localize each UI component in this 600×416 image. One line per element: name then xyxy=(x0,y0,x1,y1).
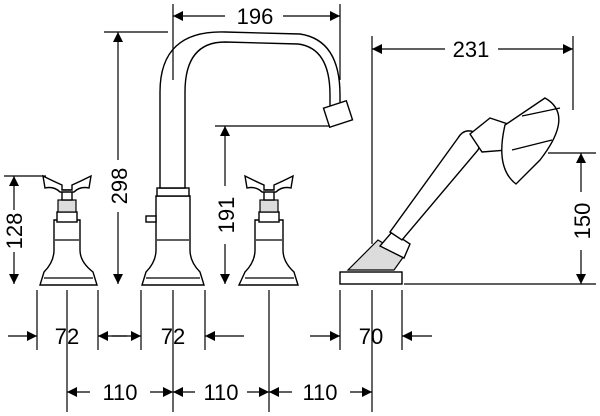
outlet-height-label: 191 xyxy=(214,197,239,234)
center-spout xyxy=(141,31,354,286)
handshower-base-width-label: 70 xyxy=(359,324,383,349)
spacing-1-label: 110 xyxy=(102,380,137,405)
right-cross-handle-valve xyxy=(237,174,299,286)
dim-spout-height: 298 xyxy=(104,31,168,284)
spout-reach-label: 196 xyxy=(237,4,274,29)
dim-spacing-1: 110 xyxy=(67,380,173,405)
handshower-height-label: 150 xyxy=(570,203,595,240)
dim-handshower-reach: 231 xyxy=(371,36,574,244)
handshower-reach-label: 231 xyxy=(453,37,490,62)
dim-spacing-3: 110 xyxy=(269,380,372,405)
dim-handshower-base-width: 70 xyxy=(310,324,432,349)
hand-shower xyxy=(339,97,561,285)
dim-handshower-height: 150 xyxy=(404,152,596,285)
handle-height-label: 128 xyxy=(2,213,27,250)
spout-base-width-label: 72 xyxy=(161,324,185,349)
spacing-3-label: 110 xyxy=(302,380,337,405)
left-cross-handle-valve xyxy=(39,174,98,286)
dim-spout-reach: 196 xyxy=(172,4,341,80)
spacing-2-label: 110 xyxy=(203,380,238,405)
dim-outlet-height: 191 xyxy=(214,125,330,284)
dim-spout-base-width: 72 xyxy=(112,324,244,349)
dim-spacing-2: 110 xyxy=(173,380,269,405)
left-base-width-label: 72 xyxy=(55,324,79,349)
spout-height-label: 298 xyxy=(107,168,132,205)
dim-handle-height: 128 xyxy=(2,175,46,284)
dim-left-base-width: 72 xyxy=(8,324,127,349)
